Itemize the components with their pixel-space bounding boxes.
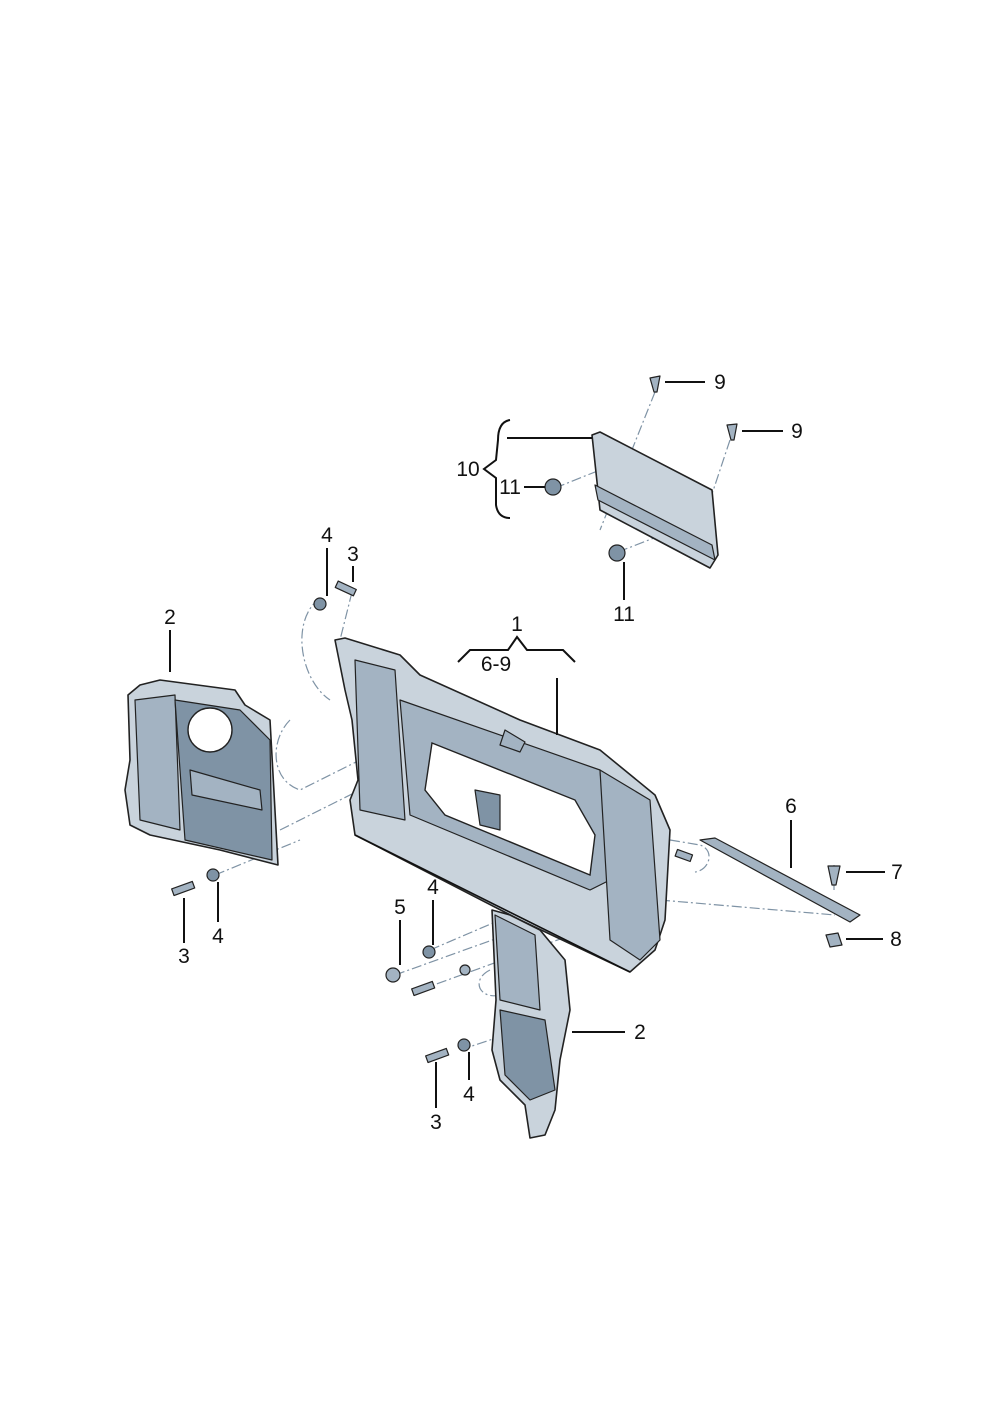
callout-4: 4	[427, 876, 439, 899]
callout-8: 8	[890, 928, 902, 951]
nut-5	[385, 967, 401, 983]
callout-2: 2	[634, 1021, 646, 1044]
callout-5: 5	[394, 896, 406, 919]
washer-4-mid	[422, 945, 436, 959]
screw-9-right	[726, 423, 738, 441]
bolt-3-top	[334, 580, 357, 597]
callout-11: 11	[499, 476, 521, 499]
callout-10: 10	[456, 458, 479, 481]
bolt-3-mid	[411, 980, 436, 997]
part-6-strip	[699, 837, 861, 923]
callout-2: 2	[164, 606, 176, 629]
callout-4: 4	[321, 524, 333, 547]
callout-7: 7	[891, 861, 903, 884]
callout-4: 4	[463, 1083, 475, 1106]
washer-4-bottom	[457, 1038, 471, 1052]
bolt-3-bottom	[425, 1047, 450, 1064]
callout-labels: 9 9 10 11 11 4 3 2 1 6-9 6 7 8 3 4 5 4 2…	[164, 371, 903, 1134]
callout-6-9: 6-9	[481, 653, 511, 676]
part-2-left-bracket	[124, 679, 279, 866]
callout-11: 11	[613, 603, 635, 626]
callout-9: 9	[714, 371, 726, 394]
part-10-license-plate-bracket	[591, 431, 719, 569]
callout-6: 6	[785, 795, 797, 818]
screw-9-top	[649, 375, 661, 393]
callout-9: 9	[791, 420, 803, 443]
leader-lines	[169, 381, 885, 1108]
part-1-bumper-carrier	[334, 637, 671, 973]
callout-3: 3	[178, 945, 190, 968]
fasteners	[171, 375, 843, 1064]
bolt-3-left	[171, 880, 196, 897]
screw-7	[827, 865, 841, 886]
clip-8	[825, 932, 843, 948]
part-2-right-bracket	[491, 909, 571, 1139]
callout-1: 1	[511, 613, 523, 636]
nut-4-top	[313, 597, 327, 611]
nut-11-bottom	[608, 544, 626, 562]
callout-3: 3	[430, 1111, 442, 1134]
callout-4: 4	[212, 925, 224, 948]
washer-4-left	[206, 868, 220, 882]
callout-3: 3	[347, 543, 359, 566]
nut-11-top	[544, 478, 562, 496]
